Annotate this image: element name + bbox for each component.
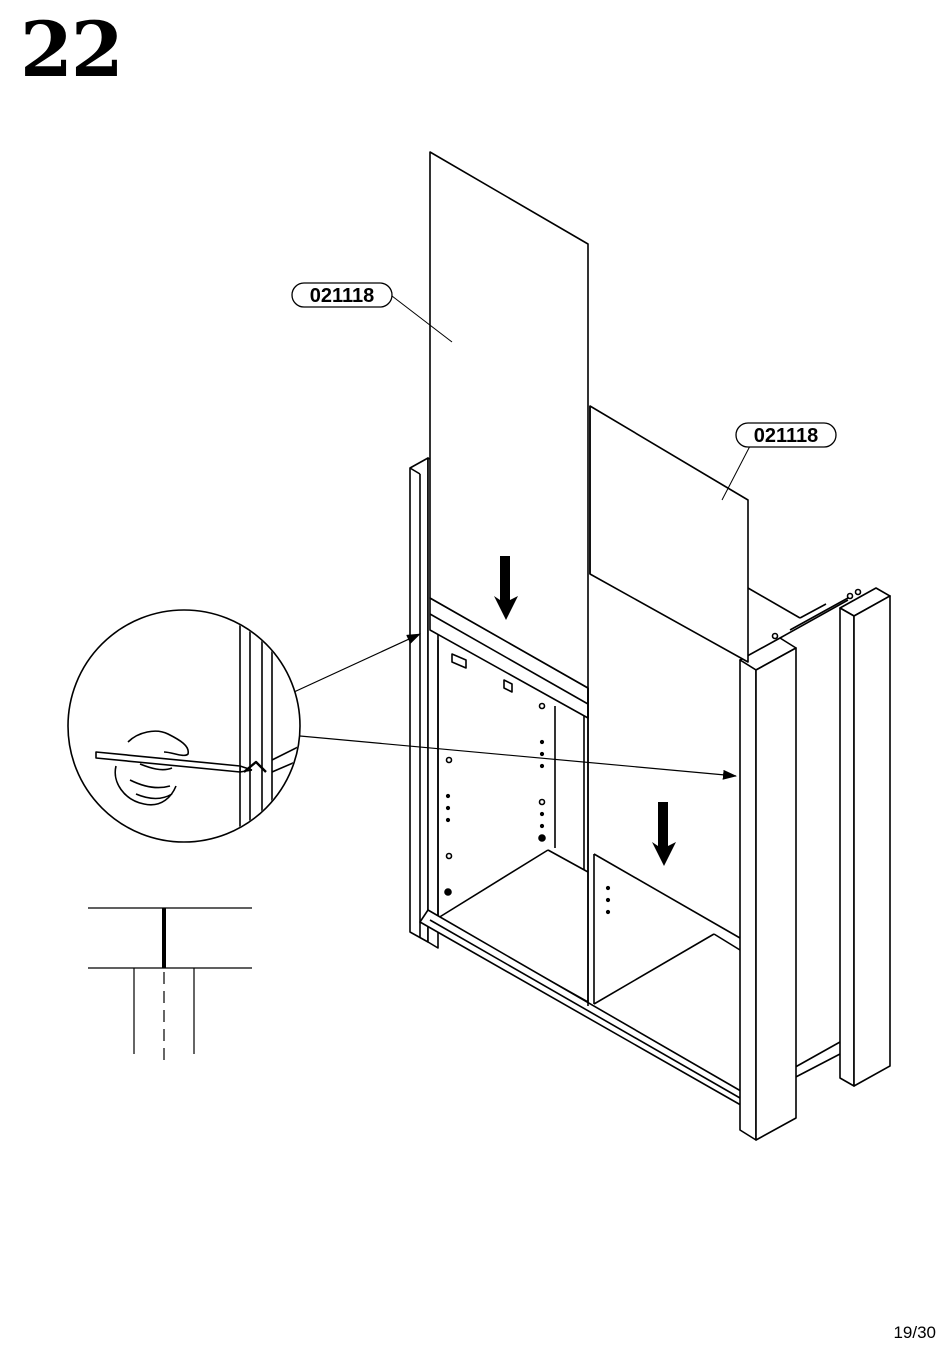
part-code-label: 021118 bbox=[310, 285, 375, 307]
cabinet-base bbox=[420, 910, 746, 1108]
page-number: 19/30 bbox=[893, 1323, 936, 1343]
cabinet-right-compartment bbox=[594, 854, 740, 1004]
right-front-post bbox=[740, 638, 796, 1140]
part-callout-1: 021118 bbox=[292, 283, 392, 307]
cross-section-detail bbox=[88, 908, 252, 1066]
part-callout-2: 021118 bbox=[736, 423, 836, 447]
detail-magnifier bbox=[68, 610, 300, 842]
back-panel-right bbox=[590, 406, 748, 662]
part-code-label: 021118 bbox=[754, 425, 819, 447]
